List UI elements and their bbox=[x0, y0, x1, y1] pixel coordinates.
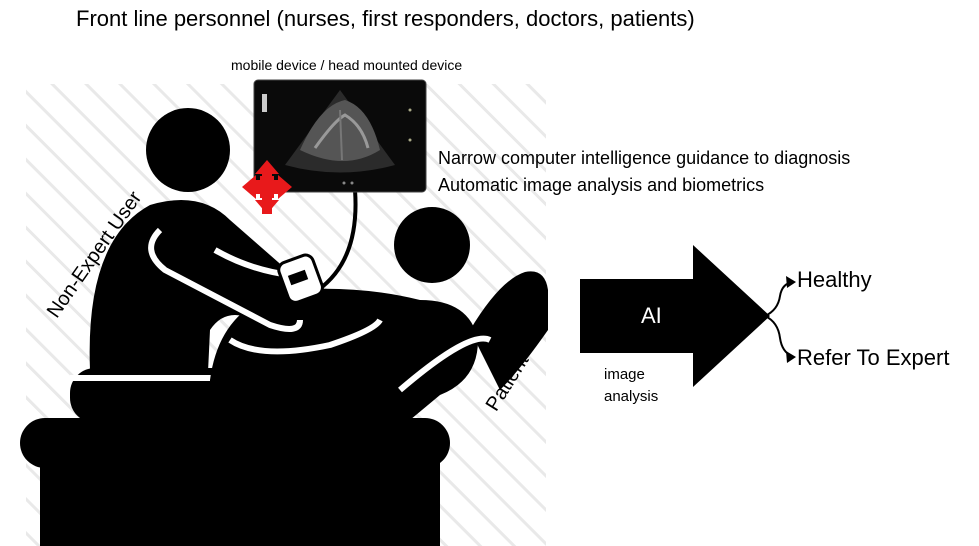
ai-arrow bbox=[580, 245, 770, 387]
outcome-branch-arrows bbox=[764, 281, 793, 357]
patient-silhouette bbox=[210, 207, 548, 491]
ai-caption-line-1: image bbox=[604, 366, 645, 383]
four-way-move-arrows-icon bbox=[242, 160, 292, 214]
ai-label: AI bbox=[641, 303, 662, 328]
ultrasound-screen bbox=[253, 79, 427, 193]
outcome-healthy: Healthy bbox=[797, 267, 872, 292]
ai-caption-line-2: analysis bbox=[604, 388, 659, 405]
outcome-refer-to-expert: Refer To Expert bbox=[797, 345, 950, 370]
arrowhead-refer bbox=[786, 351, 796, 363]
arrowhead-healthy bbox=[786, 276, 796, 288]
guidance-line-1: Narrow computer intelligence guidance to… bbox=[438, 148, 851, 168]
guidance-line-2: Automatic image analysis and biometrics bbox=[438, 175, 765, 195]
ultrasound-probe bbox=[277, 189, 358, 304]
device-label: mobile device / head mounted device bbox=[231, 57, 463, 73]
diagram-title: Front line personnel (nurses, first resp… bbox=[76, 6, 695, 31]
